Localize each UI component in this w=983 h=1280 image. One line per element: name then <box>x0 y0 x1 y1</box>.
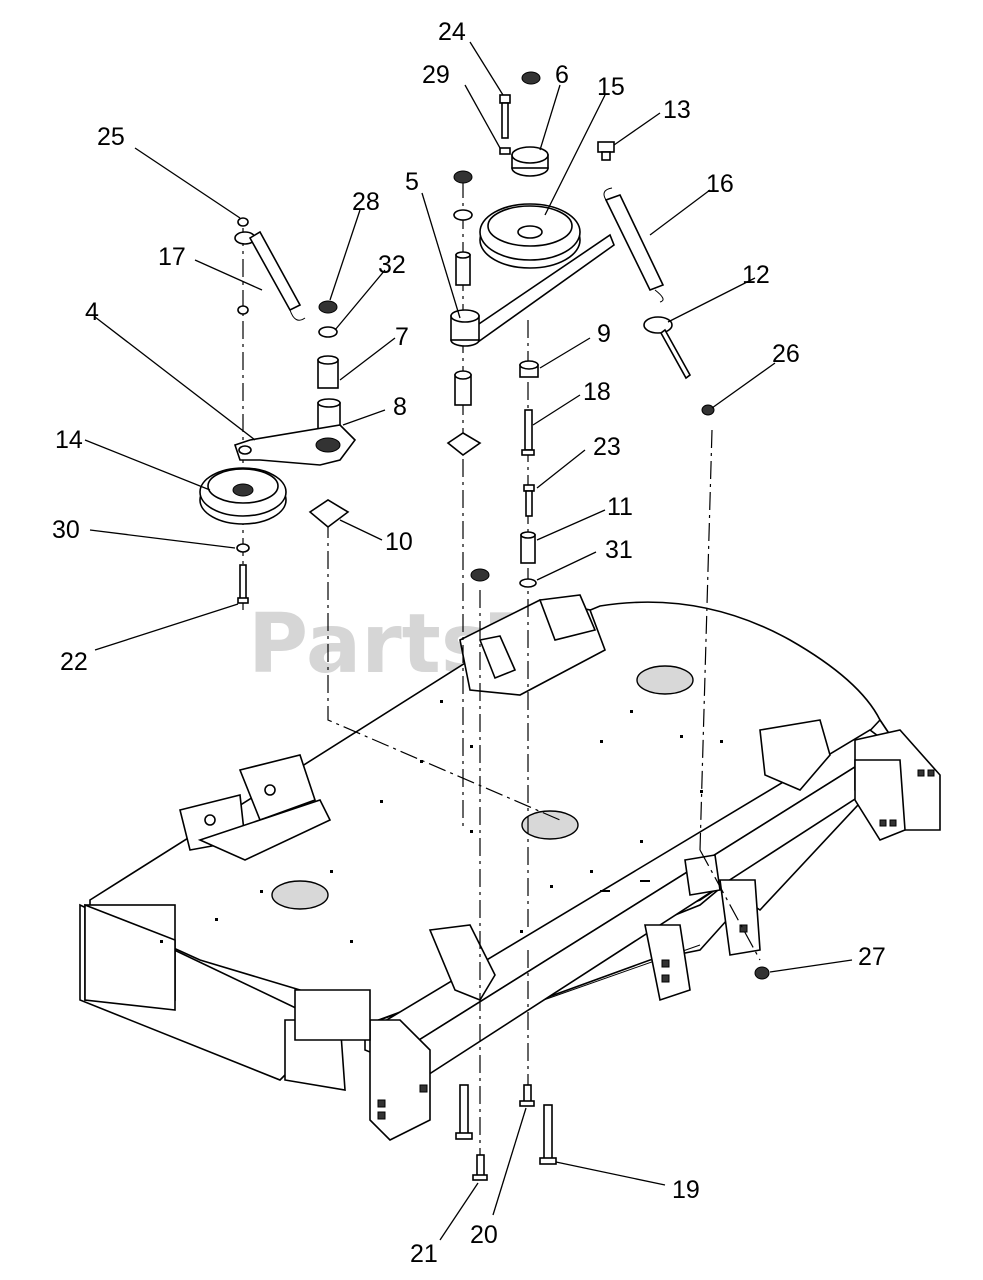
part-17-spring <box>234 230 306 321</box>
callout-31: 31 <box>605 536 633 564</box>
callout-13: 13 <box>663 96 691 124</box>
part-5-idler-arm <box>450 233 615 347</box>
part-25-nut <box>237 217 249 227</box>
part-22-bolt <box>237 564 249 604</box>
left-nut-upper <box>237 305 249 315</box>
spindle-opening-center <box>521 810 579 840</box>
axis-left-idler <box>327 520 561 821</box>
callout-22: 22 <box>60 648 88 676</box>
front-left-mount <box>369 1019 431 1141</box>
part-30-washer <box>236 543 250 553</box>
leader-lines <box>84 41 853 1241</box>
callout-6: 6 <box>555 61 569 89</box>
part-28-nut <box>318 300 338 314</box>
callout-26: 26 <box>772 340 800 368</box>
callout-28: 28 <box>352 188 380 216</box>
right-side-mount <box>719 879 761 956</box>
part-31-washer <box>519 578 537 588</box>
callout-10: 10 <box>385 528 413 556</box>
part-21-bolt <box>472 1154 488 1181</box>
mount-hole <box>879 819 887 827</box>
deck-bracket-right-tab <box>684 854 721 896</box>
mount-hole <box>917 769 925 777</box>
callout-14: 14 <box>55 426 83 454</box>
center-deck-nut <box>470 568 490 582</box>
part-6-cap <box>511 146 549 177</box>
callout-27: 27 <box>858 943 886 971</box>
right-rear-mount-2 <box>854 759 906 841</box>
part-24-bolt <box>499 94 511 139</box>
part-26-nut <box>701 404 715 416</box>
spindle-opening-left <box>271 880 329 910</box>
deck-bracket-top-center-b <box>538 594 597 641</box>
mount-hole <box>927 769 935 777</box>
center-stack <box>446 170 482 457</box>
deck-bracket-top-center-a <box>478 635 517 680</box>
callout-7: 7 <box>395 323 409 351</box>
callout-23: 23 <box>593 433 621 461</box>
callout-labels: 24 29 6 15 13 25 5 16 28 17 32 12 4 7 9 … <box>52 18 886 1268</box>
part-10-plate <box>308 499 350 529</box>
part-7-bushing <box>317 355 339 389</box>
deck-bracket-center-front <box>428 924 496 1001</box>
callout-21: 21 <box>410 1240 438 1268</box>
part-9-bushing <box>519 360 539 378</box>
part-32-washer <box>318 326 338 338</box>
callout-15: 15 <box>597 73 625 101</box>
mower-deck <box>79 594 941 1141</box>
mount-hole <box>377 1099 386 1108</box>
part-20-bolt <box>519 1084 535 1107</box>
deck-bracket-rear-left-base <box>197 799 332 861</box>
callout-4: 4 <box>85 298 99 326</box>
part-6-nut <box>521 71 541 85</box>
callout-11: 11 <box>607 493 633 521</box>
callout-24: 24 <box>438 18 466 46</box>
part-12-eyebolt <box>643 316 692 380</box>
callout-32: 32 <box>378 251 406 279</box>
callout-9: 9 <box>597 320 611 348</box>
deck-left-face <box>84 903 176 1011</box>
part-16-spring <box>603 187 665 303</box>
callout-12: 12 <box>742 261 770 289</box>
bracket-hole <box>204 814 216 826</box>
callout-8: 8 <box>393 393 407 421</box>
mount-hole <box>661 974 670 983</box>
part-19-bolt <box>539 1104 557 1165</box>
part-11-spacer <box>520 531 536 564</box>
callout-30: 30 <box>52 516 80 544</box>
part-18-pin <box>521 409 535 456</box>
part-27-nut <box>754 966 770 980</box>
bracket-hole <box>264 784 276 796</box>
part-13-bolt <box>597 141 615 161</box>
mount-hole <box>739 924 748 933</box>
mount-hole <box>889 819 897 827</box>
mount-hole <box>661 959 670 968</box>
mount-hole <box>419 1084 428 1093</box>
callout-25: 25 <box>97 123 125 151</box>
part-29-washer <box>499 147 511 155</box>
mount-hole <box>377 1111 386 1120</box>
deck-bracket-right <box>759 719 831 791</box>
axis-right-spring <box>699 429 713 851</box>
callout-16: 16 <box>706 170 734 198</box>
part-14-pulley <box>199 467 287 525</box>
part-23-bolt <box>523 484 535 517</box>
rear-bolt-left <box>455 1084 473 1140</box>
part-4-idler-arm <box>233 424 357 466</box>
callout-29: 29 <box>422 61 450 89</box>
callout-19: 19 <box>672 1176 700 1204</box>
deck-bracket-rear-left-2 <box>238 754 317 822</box>
part-15-pulley <box>479 203 581 269</box>
callout-20: 20 <box>470 1221 498 1249</box>
callout-18: 18 <box>583 378 611 406</box>
deck-holes <box>160 700 723 943</box>
callout-5: 5 <box>405 168 419 196</box>
spindle-opening-right <box>636 665 694 695</box>
callout-17: 17 <box>158 243 186 271</box>
axis-mount-27 <box>699 849 761 961</box>
left-skid-plate <box>294 989 371 1041</box>
